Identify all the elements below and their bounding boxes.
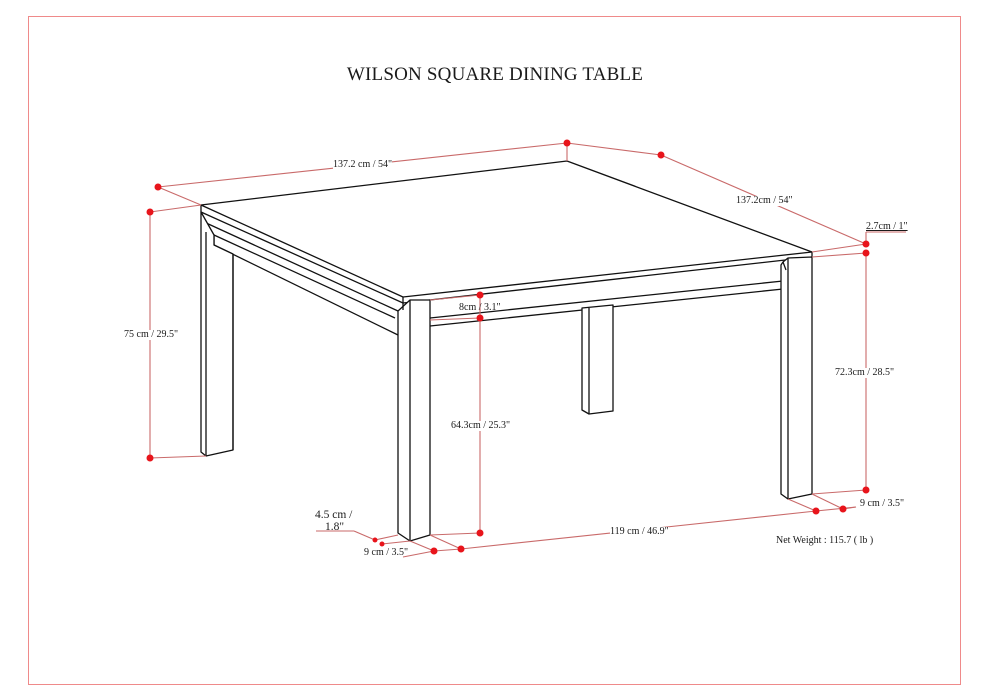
width-label: 137.2cm / 54" (736, 195, 793, 206)
diagram-title: WILSON SQUARE DINING TABLE (346, 64, 644, 85)
leg-width-right-label: 9 cm / 3.5" (860, 498, 905, 509)
net-weight-label: Net Weight : 115.7 ( lb ) (776, 535, 874, 546)
under-top-height-label: 72.3cm / 28.5" (835, 367, 895, 378)
table-outline (200, 160, 813, 542)
leg-span-label: 119 cm / 46.9" (610, 526, 669, 537)
under-apron-height-label: 64.3cm / 25.3" (451, 420, 511, 431)
length-label: 137.2 cm / 54" (333, 159, 393, 170)
leg-depth-label-line2: 1.8" (325, 521, 345, 533)
apron-height-label: 8cm / 3.1" (459, 302, 501, 313)
dimension-dots (146, 139, 870, 555)
leg-depth-label-line1: 4.5 cm / (315, 509, 353, 521)
leg-width-left-label: 9 cm / 3.5" (364, 547, 409, 558)
overall-height-label: 75 cm / 29.5" (124, 329, 179, 340)
dimension-lines (149, 142, 906, 558)
page-frame (28, 16, 961, 685)
top-thickness-label: 2.7cm / 1" (866, 221, 908, 232)
